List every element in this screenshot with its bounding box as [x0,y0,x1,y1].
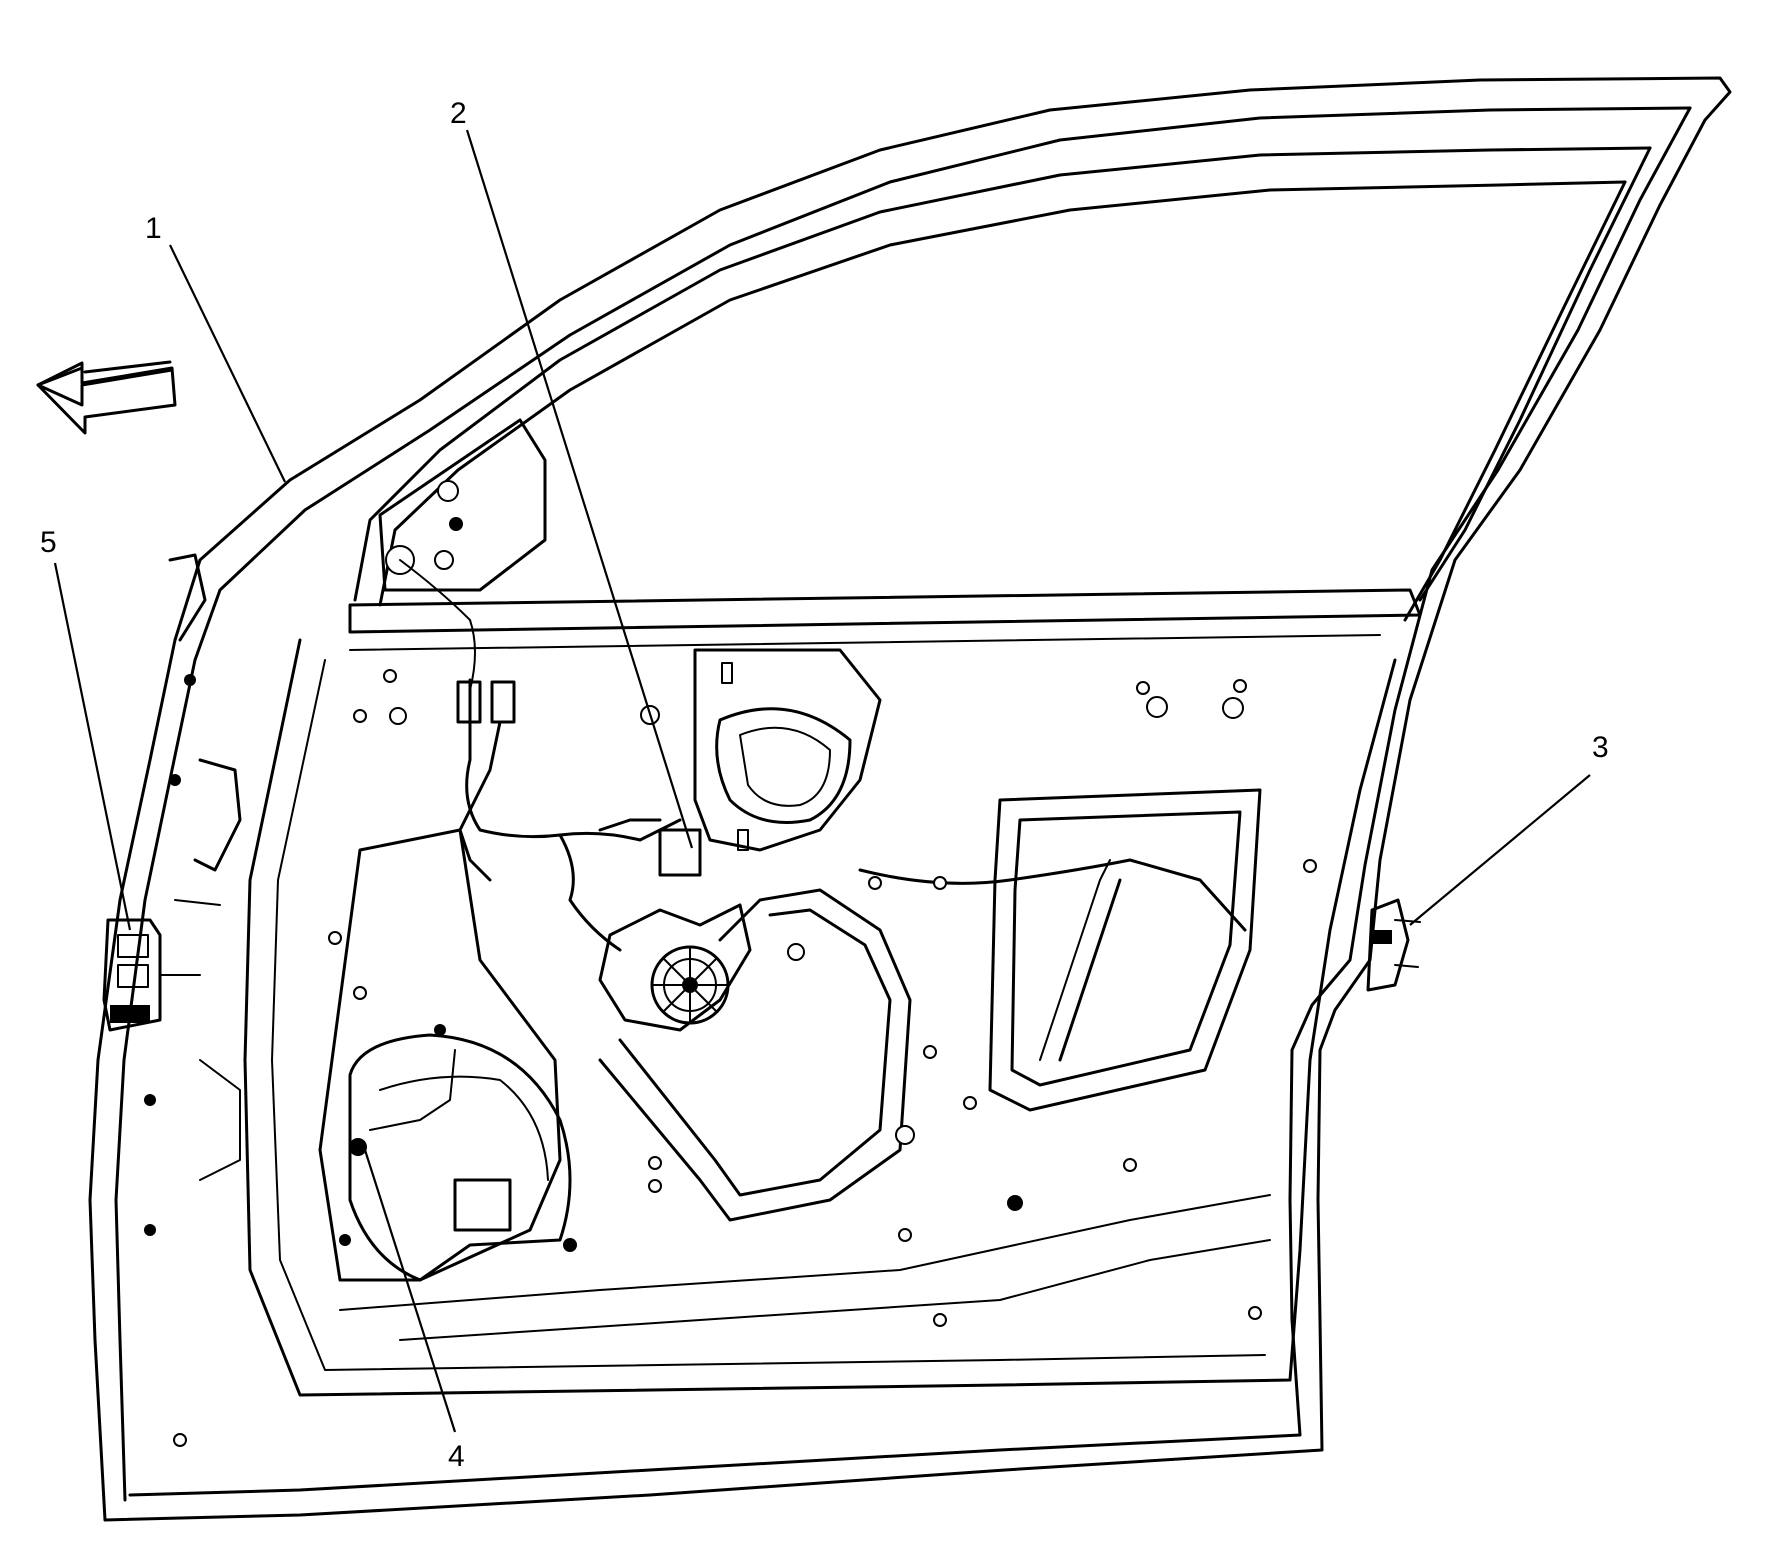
door-shell [88,76,1732,1522]
leader-5 [53,562,132,931]
door-lock-striker [1366,898,1421,992]
speaker-opening [348,1033,572,1282]
callout-1: 1 [145,212,162,245]
speaker-fastener [349,1138,367,1156]
leader-3 [1409,774,1591,926]
front-hinge-edge [144,553,242,1236]
leader-1 [169,244,286,483]
callout-4: 4 [448,1440,465,1473]
speaker-connector [453,1178,512,1232]
window-regulator-motor [598,828,752,1032]
callout-3: 3 [1592,731,1609,764]
door-wiring-connector-block [102,918,201,1032]
callout-leaders [53,129,1591,1433]
callout-5: 5 [40,526,57,559]
leader-4 [363,1149,457,1433]
harness-connector-b [490,680,516,724]
panel-holes [173,669,1317,1447]
forward-direction-arrow-icon [36,360,177,435]
inside-handle-bezel [693,648,882,852]
mirror-mount-area [378,418,547,721]
motor-connector [658,828,702,877]
harness-connector-a [456,680,482,724]
leader-2 [465,129,694,849]
callout-2: 2 [450,97,467,130]
regulator-cable-track [318,788,1262,1282]
